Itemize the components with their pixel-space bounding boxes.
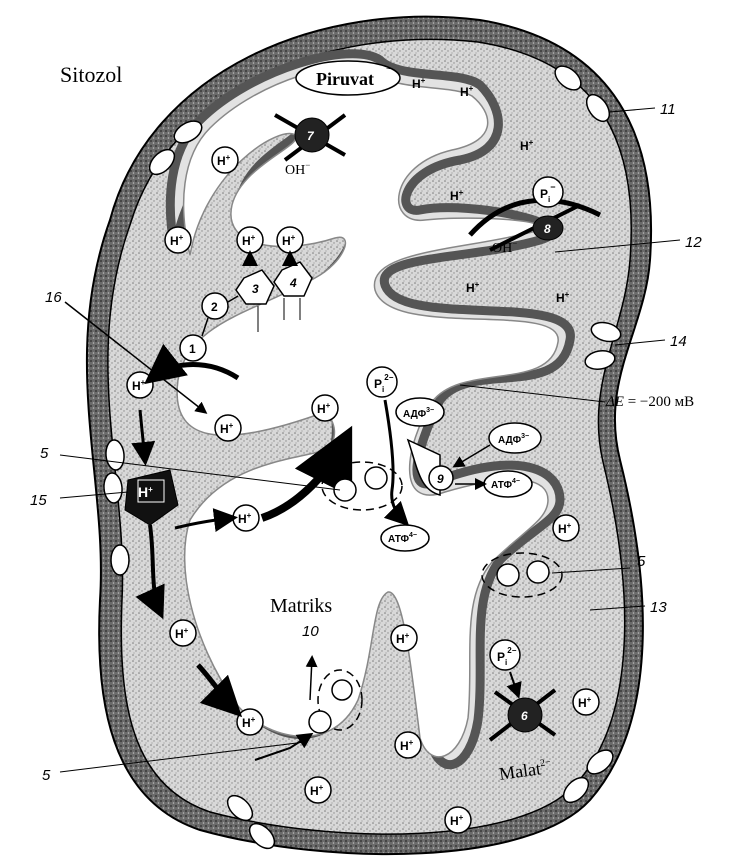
svg-text:4: 4 bbox=[289, 276, 297, 290]
proton-circle: H+ bbox=[170, 620, 196, 646]
cytosol-label: Sitozol bbox=[60, 62, 122, 87]
phosphate-matrix: Pi2− bbox=[367, 367, 397, 397]
svg-text:Piruvat: Piruvat bbox=[316, 69, 374, 89]
atp-cytosol: АТФ4− bbox=[484, 471, 532, 497]
membrane-potential: ΔE = −200 мВ bbox=[605, 394, 694, 410]
label-11: 11 bbox=[660, 101, 676, 118]
proton-circle: H+ bbox=[233, 505, 259, 531]
proton-circle: H+ bbox=[237, 227, 263, 253]
label-12: 12 bbox=[685, 234, 702, 251]
proton-circle: H+ bbox=[395, 732, 421, 758]
matrix-label: Matriks bbox=[270, 595, 332, 617]
label-13: 13 bbox=[650, 599, 667, 616]
atp-matrix: АТФ4− bbox=[381, 525, 429, 551]
svg-text:1: 1 bbox=[189, 342, 196, 356]
proton-circle: H+ bbox=[445, 807, 471, 833]
proton-circle: H+ bbox=[312, 395, 338, 421]
svg-text:2: 2 bbox=[211, 300, 218, 314]
proton-circle: H+ bbox=[165, 227, 191, 253]
proton-circle: H+ bbox=[127, 372, 153, 398]
label-16: 16 bbox=[45, 289, 62, 306]
phosphate-lower: Pi2− bbox=[490, 640, 520, 670]
svg-text:8: 8 bbox=[544, 222, 551, 236]
label-5-right: 5 bbox=[637, 553, 646, 570]
complex-1: 1 bbox=[180, 335, 206, 361]
phosphate-cytosol: Pi− bbox=[533, 177, 563, 207]
pyruvate-metabolite: Piruvat − bbox=[296, 61, 400, 95]
adp-cytosol: АДФ3− bbox=[489, 423, 541, 453]
svg-text:−: − bbox=[386, 64, 392, 75]
svg-text:6: 6 bbox=[521, 709, 528, 723]
label-14: 14 bbox=[670, 333, 687, 350]
svg-text:9: 9 bbox=[437, 472, 444, 486]
proton-circle: H+ bbox=[237, 709, 263, 735]
complex-2: 2 bbox=[202, 293, 228, 319]
adp-matrix: АДФ3− bbox=[396, 398, 444, 426]
label-5-top: 5 bbox=[40, 445, 49, 462]
proton-circle: H+ bbox=[212, 147, 238, 173]
label-5-bottom: 5 bbox=[42, 767, 51, 784]
proton-circle: H+ bbox=[573, 689, 599, 715]
svg-text:3: 3 bbox=[252, 282, 259, 296]
proton-circle: H+ bbox=[277, 227, 303, 253]
porin bbox=[111, 545, 129, 575]
label-15: 15 bbox=[30, 492, 47, 509]
proton-circle: H+ bbox=[305, 777, 331, 803]
label-10: 10 bbox=[302, 623, 319, 640]
proton-circle: H+ bbox=[553, 515, 579, 541]
proton-circle: H+ bbox=[215, 415, 241, 441]
proton-circle: H+ bbox=[391, 625, 417, 651]
